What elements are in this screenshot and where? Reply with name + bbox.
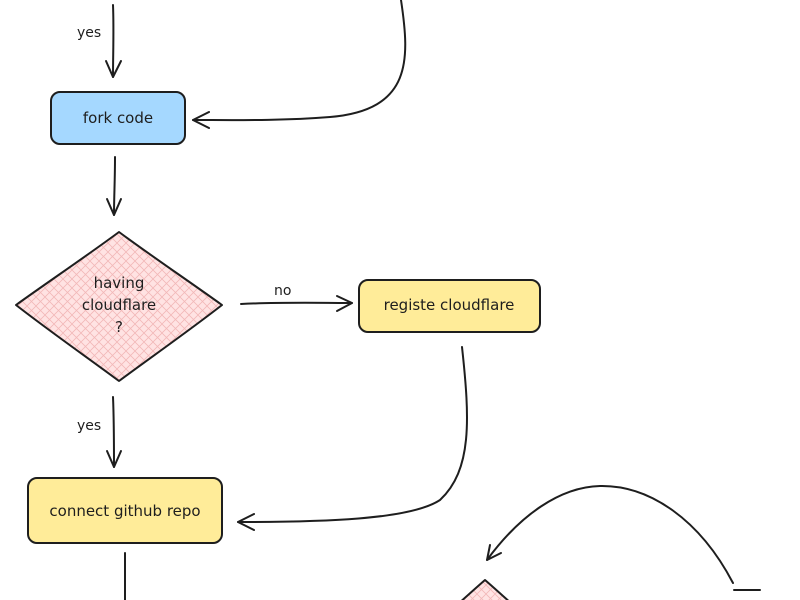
- edge-decision-to-registe: [240, 295, 353, 312]
- node-registe-cloudflare[interactable]: registe cloudflare: [358, 279, 541, 333]
- node-fork-code[interactable]: fork code: [50, 91, 186, 145]
- edge-label-yes-bottom: yes: [77, 418, 101, 434]
- node-connect-github-repo-label: connect github repo: [49, 502, 200, 520]
- node-having-cloudflare[interactable]: having cloudflare ?: [15, 231, 223, 382]
- node-connect-github-repo[interactable]: connect github repo: [27, 477, 223, 544]
- edge-label-no: no: [274, 283, 291, 299]
- edge-top-to-fork: [105, 4, 122, 78]
- edge-loop-to-fork: [192, 0, 407, 129]
- decision-line-1: having: [94, 274, 145, 292]
- decision-line-3: ?: [115, 318, 123, 336]
- node-bottom-diamond-partial[interactable]: [440, 579, 530, 600]
- edge-loop-bottom-right: [486, 484, 734, 584]
- edge-decision-to-connect: [106, 396, 122, 468]
- edge-label-yes-top: yes: [77, 25, 101, 41]
- node-registe-cloudflare-label: registe cloudflare: [384, 296, 515, 314]
- node-fork-code-label: fork code: [83, 109, 153, 127]
- edge-registe-to-connect: [237, 346, 468, 531]
- edge-fork-to-decision: [106, 156, 122, 216]
- decision-line-2: cloudflare: [82, 296, 156, 314]
